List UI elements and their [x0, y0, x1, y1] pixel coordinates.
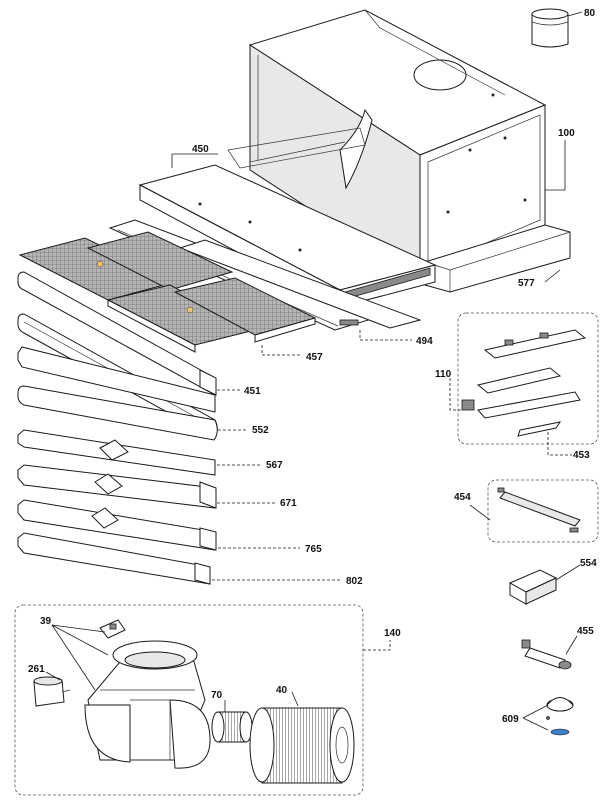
housing-part	[248, 9, 547, 276]
motor-housing-part	[84, 619, 211, 769]
label-457: 457	[306, 352, 323, 363]
label-802: 802	[346, 576, 363, 587]
label-450: 450	[192, 144, 209, 155]
label-554: 554	[580, 558, 597, 569]
lamp-cover-part	[497, 487, 581, 533]
trim-671	[17, 464, 217, 509]
label-110: 110	[435, 369, 452, 380]
label-40: 40	[276, 685, 288, 696]
capacitor-part	[33, 676, 71, 707]
label-140: 140	[384, 628, 401, 639]
label-552: 552	[252, 425, 269, 436]
label-100: 100	[558, 128, 575, 139]
label-671: 671	[280, 498, 297, 509]
label-577: 577	[518, 278, 535, 289]
label-453: 453	[573, 450, 590, 461]
trim-451b	[17, 346, 216, 413]
motor-rotor-part	[211, 711, 253, 743]
label-454: 454	[454, 492, 471, 503]
lamp-part	[546, 697, 574, 736]
label-567: 567	[266, 460, 283, 471]
trim-567	[17, 429, 216, 476]
label-261: 261	[28, 664, 45, 675]
label-451: 451	[244, 386, 261, 397]
trim-765	[17, 499, 217, 551]
control-board-part	[461, 329, 587, 437]
label-455: 455	[577, 626, 594, 637]
label-609: 609	[502, 714, 519, 725]
grease-filters-part	[18, 231, 317, 353]
collar-part	[531, 8, 569, 48]
fan-wheel-part	[249, 707, 355, 784]
lamp-holder-part	[521, 639, 572, 670]
trim-802	[17, 532, 211, 585]
label-80: 80	[584, 8, 596, 19]
trim-552b	[17, 385, 218, 441]
label-765: 765	[305, 544, 322, 555]
label-494: 494	[416, 336, 433, 347]
label-70: 70	[211, 690, 223, 701]
label-39: 39	[40, 616, 52, 627]
transformer-part	[508, 569, 558, 605]
